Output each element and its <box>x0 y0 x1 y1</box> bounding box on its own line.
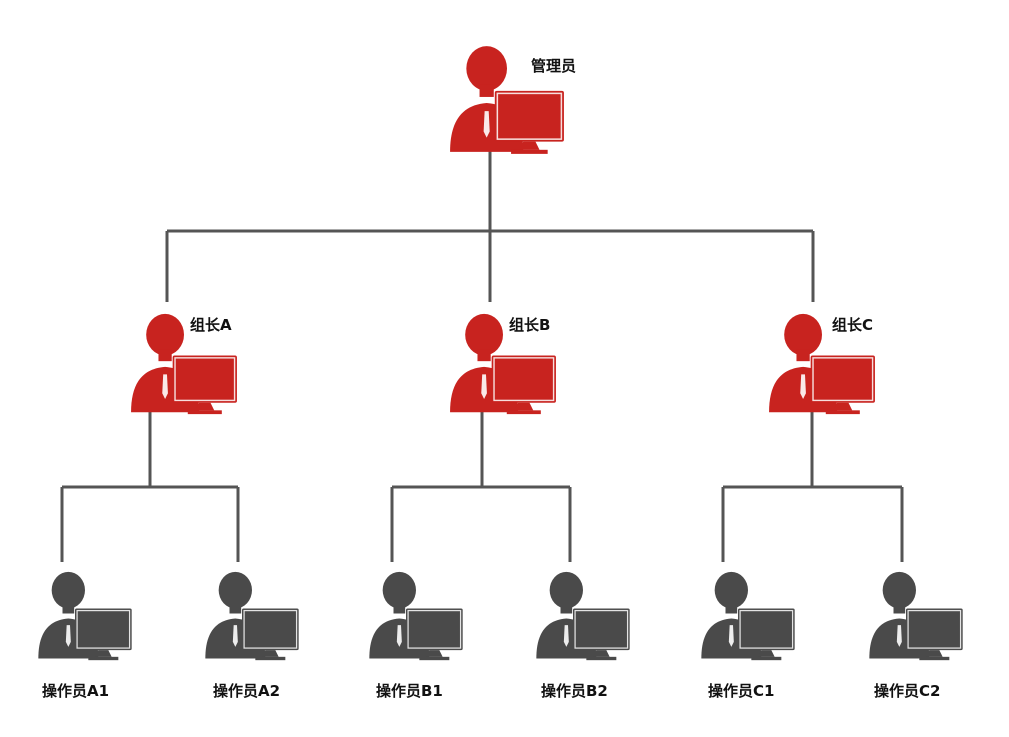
connectors <box>60 150 904 562</box>
operator-c2-user-computer-icon <box>868 571 964 661</box>
operator-a1-user-computer-icon <box>37 571 133 661</box>
operator-b1-user-computer-icon <box>368 571 464 661</box>
operator-c1-user-computer-icon <box>700 571 796 661</box>
node-operator-a1[interactable]: 操作员A1 <box>37 571 133 700</box>
node-operator-a1-label: 操作员A1 <box>42 682 109 700</box>
node-operator-b2-label: 操作员B2 <box>541 682 608 700</box>
node-lead-c[interactable]: 组长C <box>768 313 876 415</box>
node-operator-b2[interactable]: 操作员B2 <box>535 571 631 700</box>
node-operator-c1-label: 操作员C1 <box>708 682 774 700</box>
node-manager[interactable]: 管理员 <box>449 45 576 155</box>
node-lead-b[interactable]: 组长B <box>449 313 557 415</box>
node-operator-a2-label: 操作员A2 <box>213 682 280 700</box>
node-lead-b-label: 组长B <box>509 316 550 334</box>
node-operator-b1-label: 操作员B1 <box>376 682 443 700</box>
operator-b2-user-computer-icon <box>535 571 631 661</box>
node-lead-a-label: 组长A <box>190 316 232 334</box>
node-operator-c2-label: 操作员C2 <box>874 682 940 700</box>
node-operator-a2[interactable]: 操作员A2 <box>204 571 300 700</box>
node-lead-c-label: 组长C <box>832 316 873 334</box>
node-operator-c2[interactable]: 操作员C2 <box>868 571 964 700</box>
operator-a2-user-computer-icon <box>204 571 300 661</box>
node-lead-a[interactable]: 组长A <box>130 313 238 415</box>
node-operator-b1[interactable]: 操作员B1 <box>368 571 464 700</box>
node-manager-label: 管理员 <box>531 57 576 75</box>
node-operator-c1[interactable]: 操作员C1 <box>700 571 796 700</box>
